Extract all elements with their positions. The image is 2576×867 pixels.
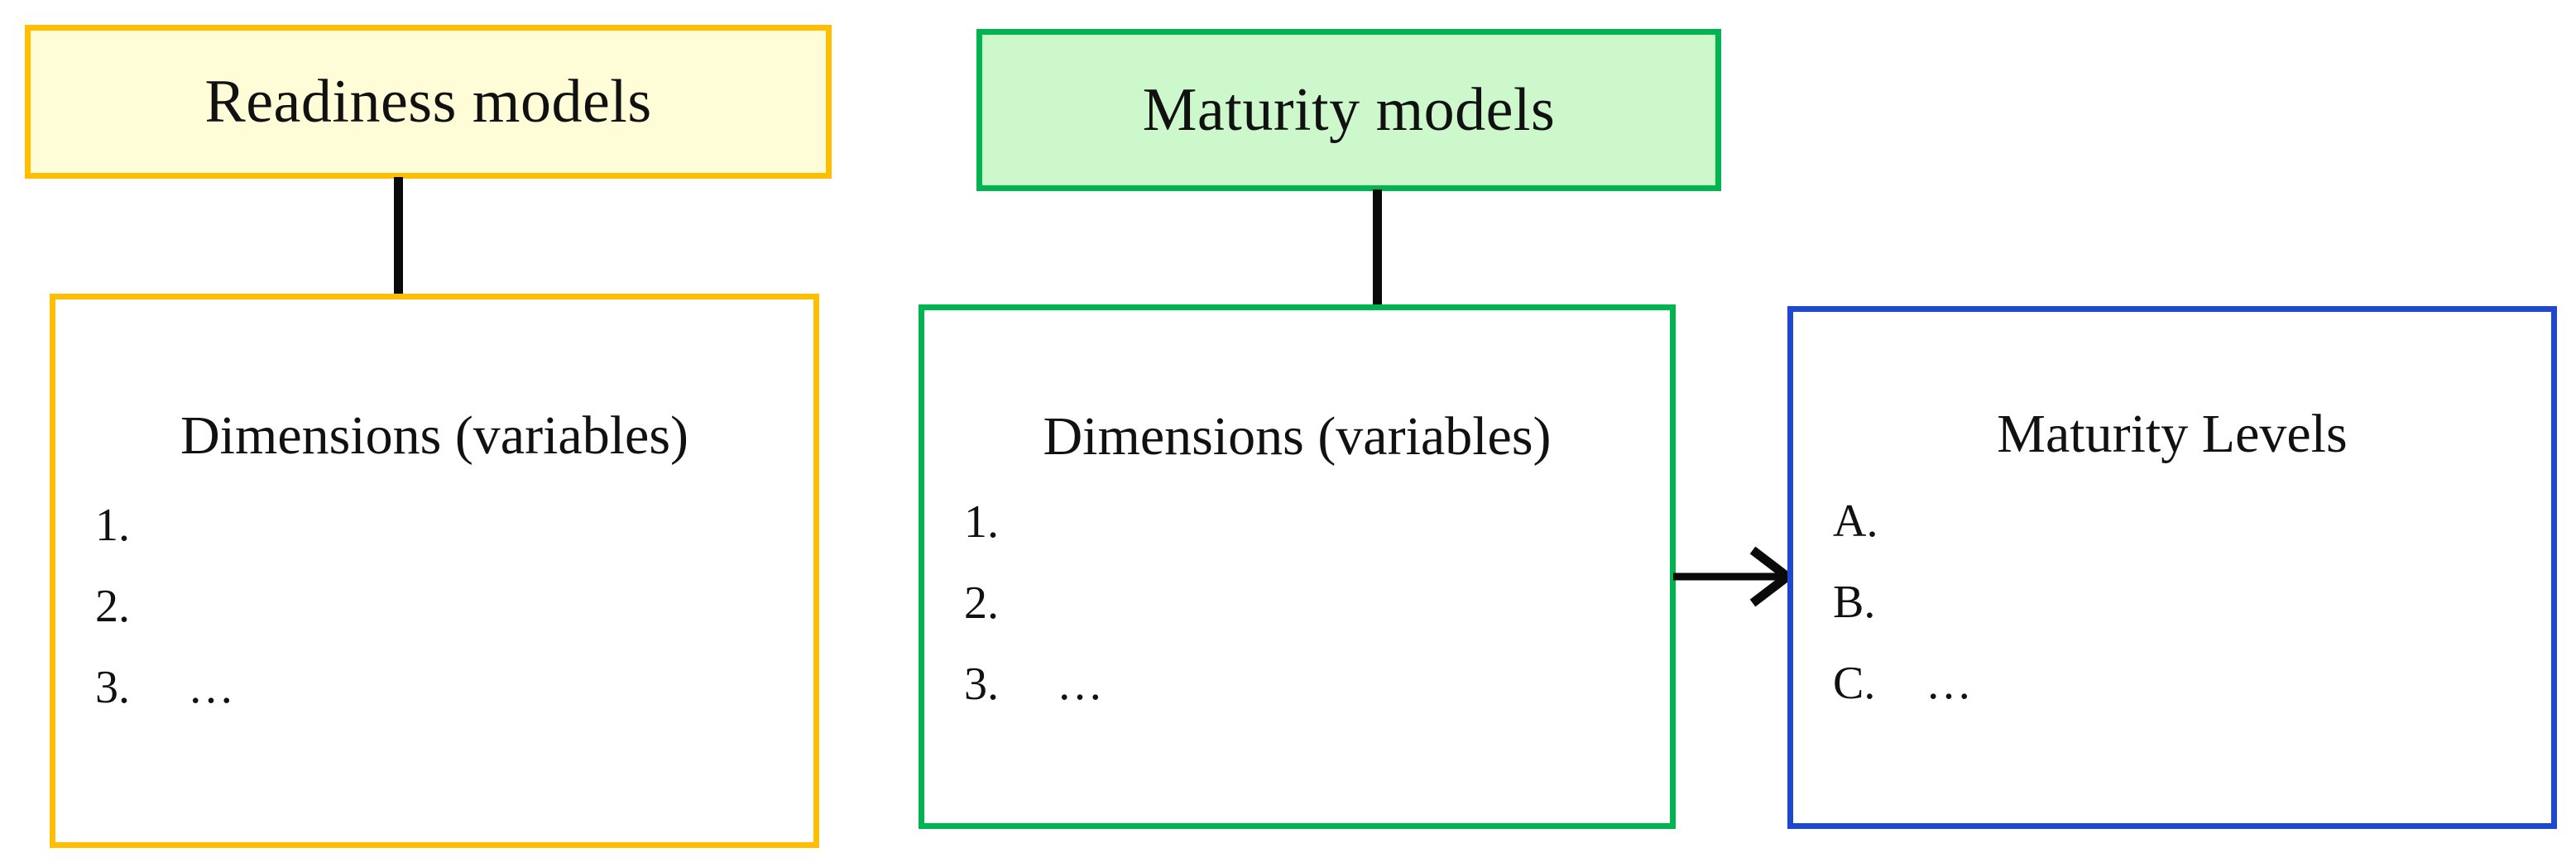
readiness-dimensions-box: Dimensions (variables) 1. 2. 3. … [50,294,819,848]
maturity-to-levels-arrow [1673,542,1791,611]
maturity-dimensions-title: Dimensions (variables) [1043,406,1552,467]
list-item-marker: B. [1833,577,1876,628]
list-item: 3. … [95,664,813,745]
maturity-dimensions-box: Dimensions (variables) 1. 2. 3. … [919,304,1676,829]
readiness-connector-line [394,177,403,295]
list-item-text: … [1057,659,1106,710]
readiness-dimensions-title: Dimensions (variables) [180,405,688,466]
readiness-models-title: Readiness models [204,68,652,136]
readiness-models-header-box: Readiness models [25,25,832,179]
arrow-right-icon [1673,546,1791,607]
maturity-levels-box: Maturity Levels A. B. C. … [1787,306,2557,829]
maturity-dimensions-list: 1. 2. 3. … [964,499,1670,742]
list-item-marker: 2. [964,577,999,629]
maturity-models-title: Maturity models [1142,76,1556,144]
maturity-models-header-box: Maturity models [976,29,1721,191]
list-item-marker: A. [1833,496,1878,547]
list-item: A. [1833,498,2551,579]
list-item-marker: C. [1833,658,1876,709]
list-item: 3. … [964,661,1670,742]
readiness-dimensions-list: 1. 2. 3. … [95,502,813,745]
list-item: 2. [95,583,813,664]
list-item: C. … [1833,660,2551,741]
list-item-marker: 1. [964,496,999,548]
maturity-connector-line [1373,189,1382,306]
list-item-marker: 2. [95,581,130,632]
list-item-marker: 3. [95,662,130,713]
list-item-marker: 1. [95,500,130,551]
list-item: 1. [95,502,813,583]
list-item-text: … [188,662,237,713]
maturity-levels-title: Maturity Levels [1997,404,2348,464]
list-item: B. [1833,579,2551,660]
list-item: 1. [964,499,1670,580]
list-item-text: … [1926,658,1974,709]
list-item-marker: 3. [964,659,999,710]
maturity-levels-list: A. B. C. … [1833,498,2551,741]
list-item: 2. [964,580,1670,661]
